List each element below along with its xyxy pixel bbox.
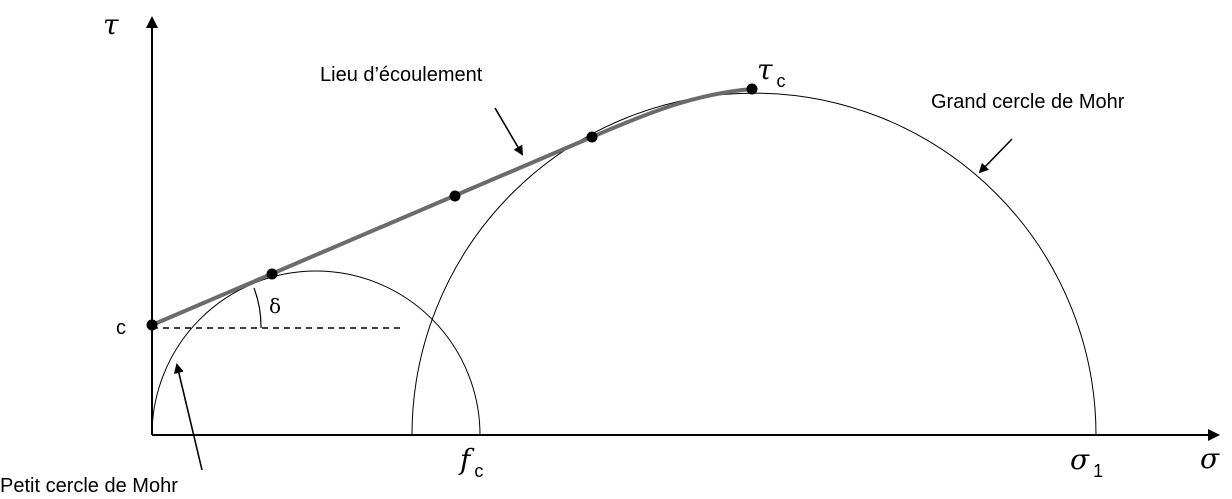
- fc-label: f c: [458, 443, 483, 481]
- flow-point-2: [449, 190, 461, 202]
- cohesion-label: c: [116, 317, 126, 339]
- angle-label: δ: [269, 294, 281, 318]
- fc-symbol: f: [458, 443, 475, 476]
- fc-subscript: c: [474, 461, 483, 481]
- cohesion-point: [146, 319, 158, 331]
- tau-axis-label: τ: [103, 8, 119, 41]
- flow-locus-line: [150, 87, 754, 327]
- flow-locus-arrow: [494, 107, 524, 156]
- flow-point-3: [586, 131, 598, 143]
- tau-c-label: τ c: [757, 53, 786, 91]
- sigma1-subscript: 1: [1093, 461, 1103, 481]
- sigma-axis-label: σ: [1200, 442, 1220, 475]
- flow-locus-label: Lieu d’écoulement: [320, 64, 483, 86]
- large-circle-arrow: [978, 138, 1013, 174]
- sigma1-symbol: σ: [1070, 443, 1090, 476]
- large-mohr-circle: [411, 92, 1097, 436]
- angle-arc: [253, 287, 262, 329]
- sigma1-label: σ 1: [1070, 443, 1103, 481]
- tau-c-symbol: τ: [757, 53, 773, 86]
- small-circle-arrow: [173, 363, 203, 471]
- flow-point-1: [266, 268, 278, 280]
- small-mohr-circle-label: Petit cercle de Mohr: [0, 475, 178, 497]
- tau-c-point: [746, 83, 758, 95]
- small-mohr-circle: [151, 270, 481, 436]
- large-mohr-circle-label: Grand cercle de Mohr: [931, 91, 1125, 113]
- tau-c-subscript: c: [777, 71, 786, 91]
